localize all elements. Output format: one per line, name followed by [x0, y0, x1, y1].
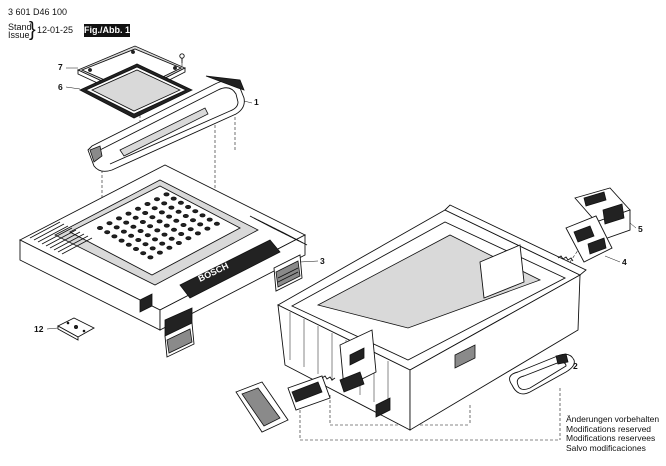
note-english: Modifications reserved: [566, 423, 652, 434]
callout-6: 6: [58, 82, 63, 92]
note-french: Modifications reservees: [566, 433, 656, 443]
callout-1: 1: [254, 97, 259, 107]
brace-symbol: }: [29, 19, 36, 41]
callout-7: 7: [58, 62, 63, 72]
lid-front-latch: [164, 322, 195, 358]
part-2-side-handle: [509, 353, 575, 395]
part-12-plate: [57, 317, 95, 341]
callout-12: 12: [34, 324, 44, 334]
case-body: [277, 204, 587, 431]
issue-date: 12-01-25: [37, 25, 74, 35]
modification-notes: Änderungen vorbehalten Modifications res…: [566, 414, 660, 453]
part-6-gasket: [79, 63, 193, 119]
screw: [179, 53, 185, 63]
lid: BOSCH: [19, 164, 308, 337]
part-number: 3 601 D46 100: [8, 7, 68, 17]
part-1-handle: [87, 75, 245, 172]
callout-2: 2: [573, 361, 578, 371]
note-spanish: Salvo modificaciones: [566, 442, 646, 453]
part-3-lid-latch: [273, 254, 303, 292]
grip-pattern: [97, 192, 220, 260]
part-4-latch-mechanism: [557, 215, 613, 263]
callout-3: 3: [320, 256, 325, 266]
stand-label: Stand: [8, 22, 32, 32]
figure-label: Fig./Abb. 1: [84, 24, 130, 37]
note-german: Änderungen vorbehalten: [566, 414, 660, 424]
issue-label: Issue: [8, 30, 30, 40]
front-latch-assembly: [235, 371, 365, 433]
callout-5: 5: [638, 224, 643, 234]
lid-ribs: [29, 215, 308, 255]
callout-4: 4: [622, 257, 627, 267]
